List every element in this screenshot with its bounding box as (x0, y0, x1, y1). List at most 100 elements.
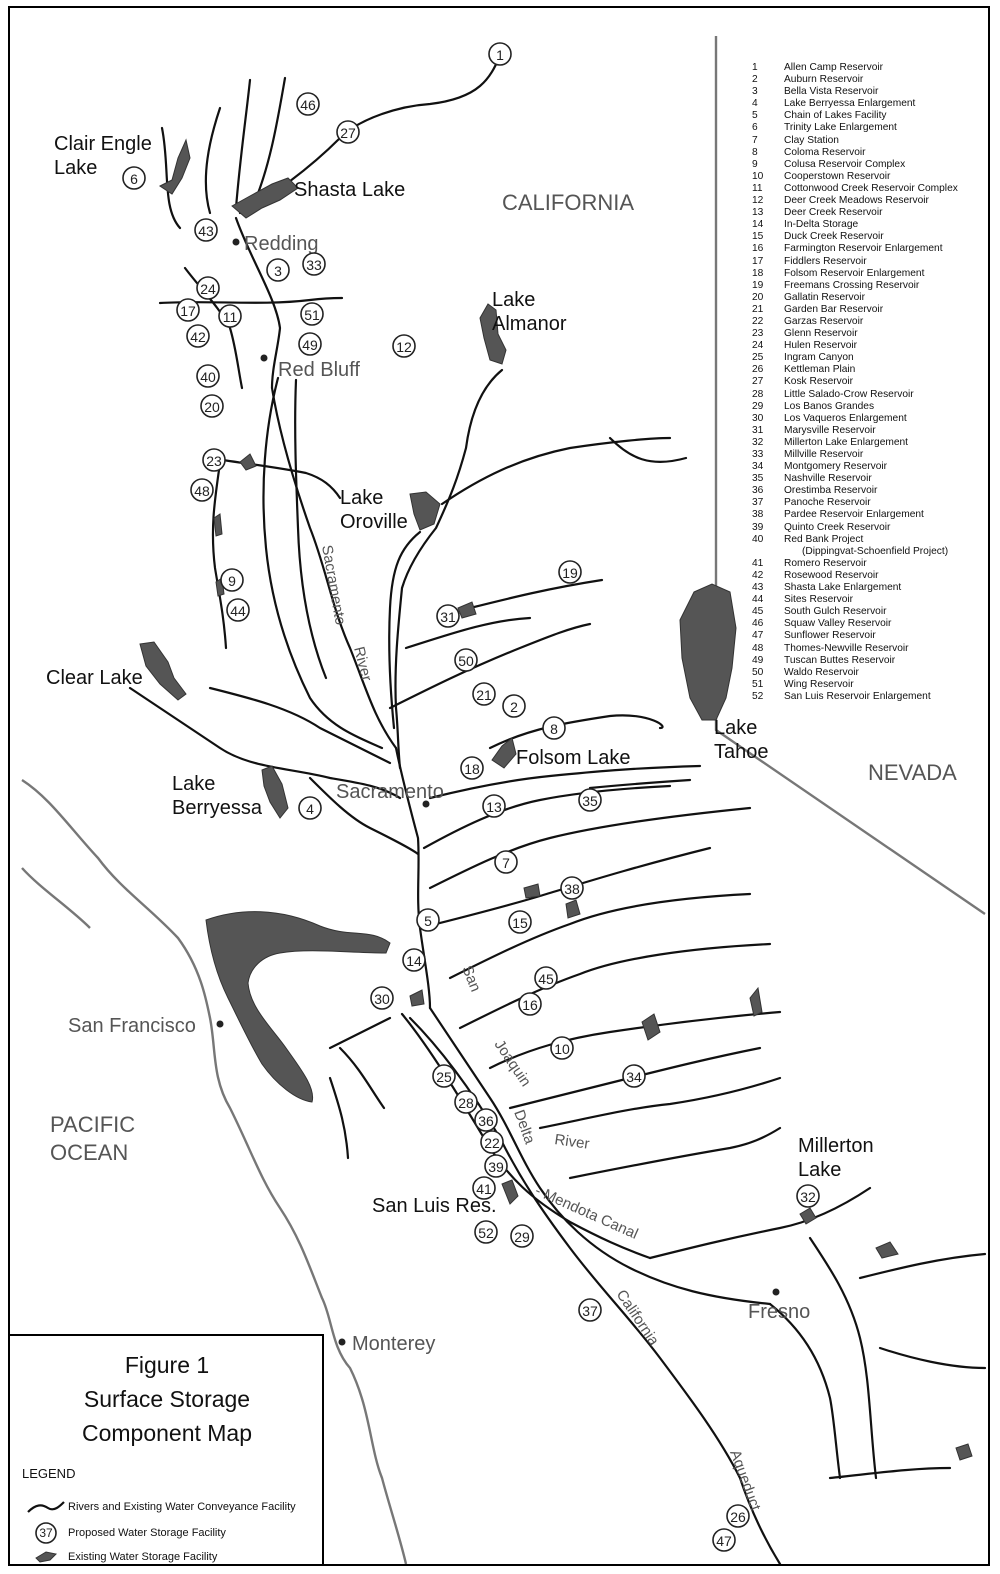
facility-marker-47: 47 (712, 1528, 736, 1552)
marker-number: 34 (626, 1069, 642, 1085)
marker-circle (622, 1064, 646, 1088)
index-name: Garzas Reservoir (784, 315, 864, 327)
marker-number: 14 (406, 953, 422, 969)
index-name: Trinity Lake Enlargement (784, 122, 897, 134)
facility-marker-46: 46 (296, 92, 320, 116)
index-number: 39 (752, 521, 764, 533)
index-number: 42 (752, 569, 764, 581)
lake-shape-small (955, 1443, 973, 1461)
index-name: Glenn Reservoir (784, 328, 858, 340)
index-row: 5 Chain of Lakes Facility (752, 110, 988, 122)
marker-circle (300, 302, 324, 326)
marker-number: 40 (200, 369, 216, 385)
lake-shape-small (213, 513, 223, 537)
marker-number: 26 (730, 1509, 746, 1525)
facility-marker-14: 14 (402, 948, 426, 972)
facility-marker-36: 36 (474, 1108, 498, 1132)
marker-circle (534, 966, 558, 990)
index-number: 49 (752, 654, 764, 666)
index-number: 35 (752, 473, 764, 485)
lake-shape-small (457, 601, 477, 619)
index-name: Chain of Lakes Facility (784, 110, 887, 122)
index-number: 45 (752, 606, 764, 618)
marker-number: 38 (564, 881, 580, 897)
index-number: 13 (752, 207, 764, 219)
index-number: 32 (752, 436, 764, 448)
index-row: 50 Waldo Reservoir (752, 666, 988, 679)
label-clear-lake: Clear Lake (46, 667, 143, 689)
legend-label: Rivers and Existing Water Conveyance Fac… (68, 1501, 296, 1513)
index-name: Squaw Valley Reservoir (784, 618, 892, 630)
index-name: Ingram Canyon (784, 352, 854, 364)
index-name: South Gulch Reservoir (784, 606, 887, 618)
index-number: 24 (752, 340, 764, 352)
marker-circle (560, 876, 584, 900)
index-number: 50 (752, 666, 764, 678)
index-number: 19 (752, 279, 764, 291)
marker-circle (454, 1090, 478, 1114)
marker-circle (558, 560, 582, 584)
marker-number: 47 (716, 1533, 732, 1549)
index-name: Auburn Reservoir (784, 74, 864, 86)
marker-circle (298, 332, 322, 356)
figure-title: Figure 1 Surface Storage Component Map (10, 1348, 324, 1450)
index-number: 23 (752, 328, 764, 340)
lake-shape-small (875, 1241, 899, 1259)
marker-circle (712, 1528, 736, 1552)
label-clair-engle-1: Clair Engle (54, 133, 152, 155)
index-name: Bella Vista Reservoir (784, 86, 879, 98)
numbered-circle-icon: 37 (35, 1522, 57, 1544)
marker-circle (176, 298, 200, 322)
marker-number: 42 (190, 329, 206, 345)
index-row: 39 Quinto Creek Reservoir (752, 521, 988, 534)
figure-title-line: Component Map (81, 1420, 253, 1446)
label-berryessa-2: Berryessa (172, 797, 263, 819)
index-number: 28 (752, 388, 764, 400)
marker-circle (220, 568, 244, 592)
marker-circle (190, 478, 214, 502)
facility-marker-21: 21 (472, 682, 496, 706)
index-name: In-Delta Storage (784, 219, 859, 231)
facility-marker-40: 40 (196, 364, 220, 388)
index-name: Freemans Crossing Reservoir (784, 279, 920, 291)
marker-number: 51 (304, 307, 320, 323)
marker-number: 12 (396, 339, 412, 355)
label-san-joaquin-2: Joaquin (491, 1037, 534, 1090)
marker-circle (472, 1176, 496, 1200)
index-name: Quinto Creek Reservoir (784, 521, 891, 533)
marker-number: 22 (484, 1135, 500, 1151)
facility-marker-41: 41 (472, 1176, 496, 1200)
index-number: 48 (752, 642, 764, 654)
index-number: 4 (752, 98, 758, 110)
marker-circle (200, 394, 224, 418)
label-monterey: Monterey (352, 1333, 435, 1355)
facility-marker-24: 24 (196, 276, 220, 300)
lake-shape-clear (139, 641, 187, 701)
marker-number: 24 (200, 281, 216, 297)
index-number: 5 (752, 110, 758, 122)
index-name: Pardee Reservoir Enlargement (784, 509, 924, 521)
index-number: 30 (752, 412, 764, 424)
index-name: Waldo Reservoir (784, 666, 859, 678)
index-name: (Dippingvat-Schoenfield Project) (802, 545, 949, 557)
index-number: 44 (752, 594, 764, 606)
facility-marker-35: 35 (578, 788, 602, 812)
marker-circle (508, 910, 532, 934)
marker-circle (510, 1224, 534, 1248)
index-name: Garden Bar Reservoir (784, 303, 884, 315)
index-name: Millerton Lake Enlargement (784, 436, 909, 448)
index-name: Millville Reservoir (784, 449, 864, 460)
